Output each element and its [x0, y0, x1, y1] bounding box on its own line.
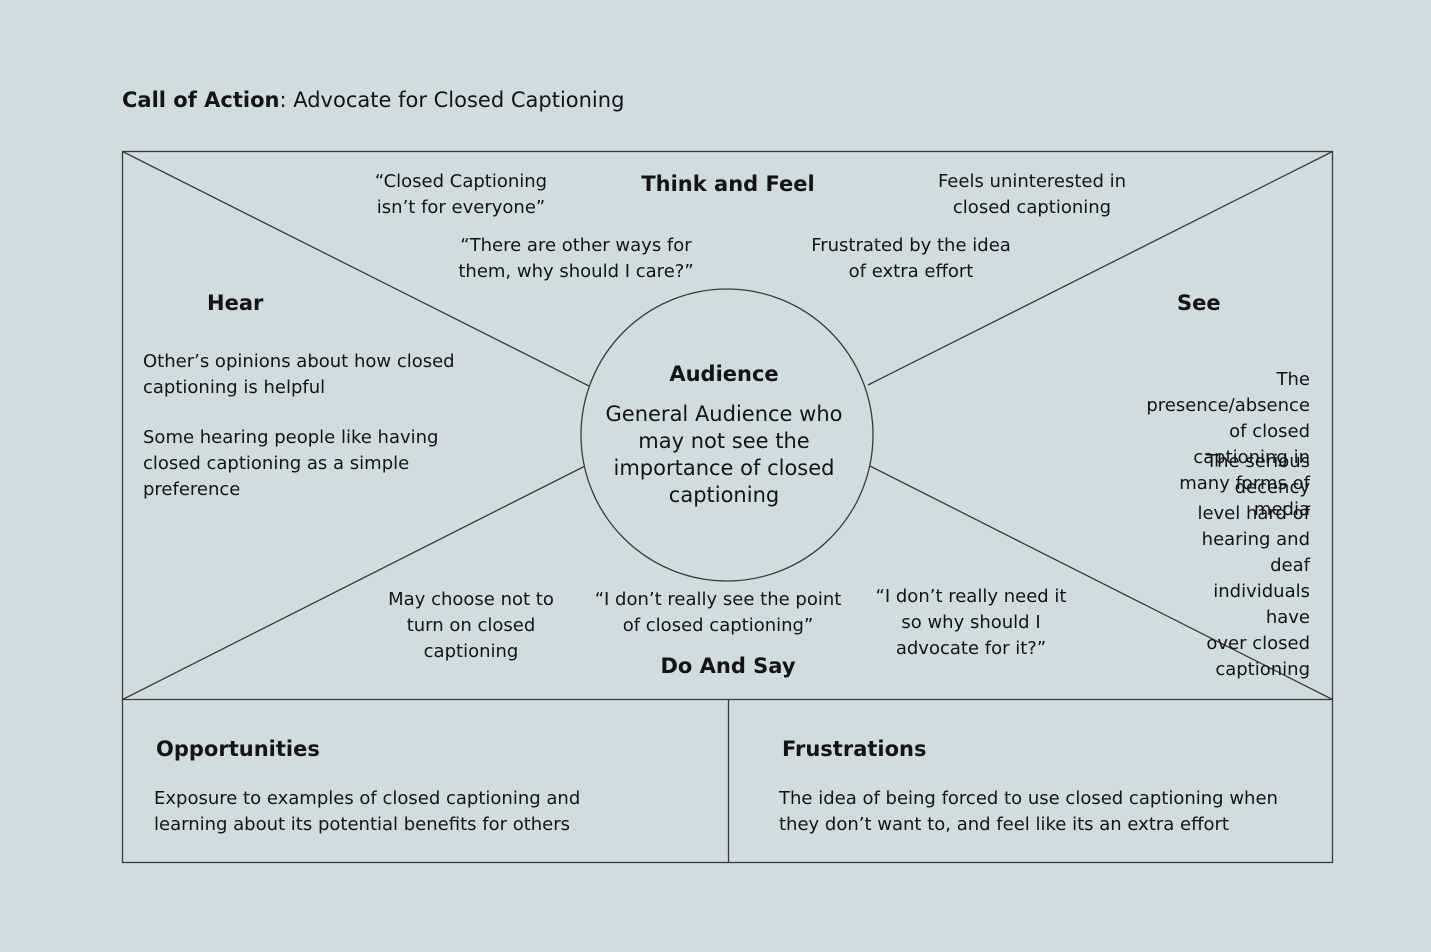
think-feel-item: “Closed Captioning isn’t for everyone”	[374, 171, 548, 218]
diagonal-bottom-left	[122, 464, 588, 701]
do-say-item: May choose not to turn on closed caption…	[388, 589, 554, 662]
do-say-item: “I don’t really see the point of closed …	[594, 589, 842, 636]
page-title: Call of Action: Advocate for Closed Capt…	[122, 88, 624, 112]
think-feel-item: Feels uninterested in closed captioning	[937, 171, 1127, 218]
title-bold: Call of Action	[122, 88, 280, 112]
frustrations-text: The idea of being forced to use closed c…	[779, 788, 1278, 835]
diagonal-top-left	[122, 150, 590, 387]
map-outer-border	[121, 150, 1334, 864]
think-feel-heading: Think and Feel	[641, 172, 815, 196]
opportunities-text: Exposure to examples of closed captionin…	[154, 788, 581, 835]
audience-circle	[580, 288, 874, 582]
opportunities-heading: Opportunities	[156, 737, 320, 761]
think-feel-item: “There are other ways for them, why shou…	[458, 235, 694, 282]
title-rest: : Advocate for Closed Captioning	[279, 88, 625, 112]
do-say-item: “I don’t really need it so why should I …	[875, 586, 1067, 659]
audience-heading: Audience	[669, 362, 779, 386]
diagonal-top-right	[867, 150, 1333, 386]
audience-description: General Audience who may not see the imp…	[605, 402, 843, 507]
hear-heading: Hear	[207, 291, 264, 315]
hear-item: Other’s opinions about how closed captio…	[143, 351, 455, 398]
frustrations-heading: Frustrations	[782, 737, 927, 761]
diagonal-bottom-right	[867, 464, 1333, 701]
do-say-heading: Do And Say	[660, 654, 796, 678]
see-item: The presence/absence of closed captionin…	[1146, 369, 1310, 520]
think-feel-item: Frustrated by the idea of extra effort	[811, 235, 1011, 282]
see-item: The serious decency level hard of hearin…	[1197, 451, 1310, 680]
hear-item: Some hearing people like having closed c…	[143, 427, 439, 500]
see-heading: See	[1177, 291, 1221, 315]
